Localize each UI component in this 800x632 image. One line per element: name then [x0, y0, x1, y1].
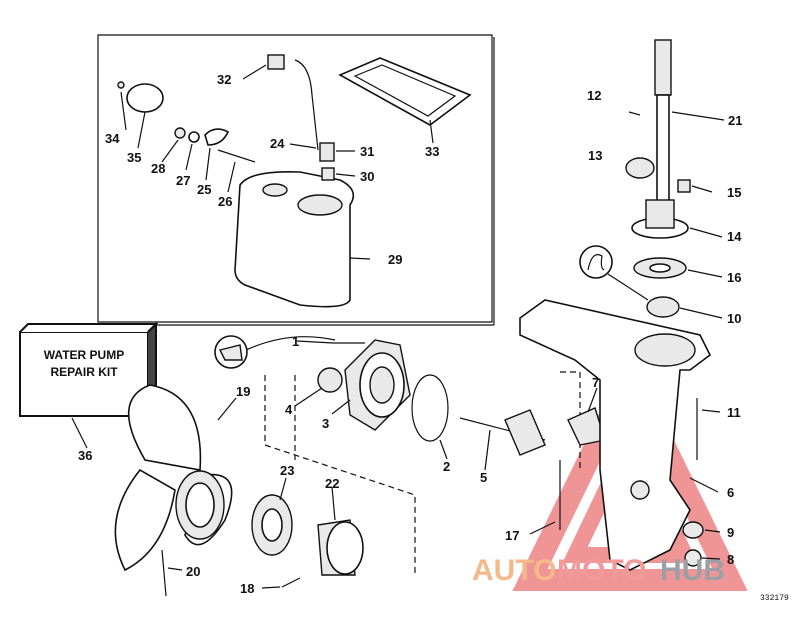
label-15: 15 [727, 185, 741, 200]
gearcase-housing [519, 299, 712, 571]
part-3-bearing-housing [344, 339, 411, 431]
part-28-nut [174, 127, 186, 139]
leader-lines [71, 64, 725, 589]
part-27-washer [188, 131, 200, 143]
part-25-retainer [204, 128, 230, 146]
label-7: 7 [592, 375, 599, 390]
callout-sealant-part [218, 344, 243, 361]
label-24: 24 [270, 136, 285, 151]
label-33: 33 [425, 144, 439, 159]
label-18: 18 [240, 581, 254, 596]
part-2-o-ring [411, 374, 449, 442]
part-number-labels: 1 2 3 4 5 6 7 8 9 10 11 12 13 14 15 16 1… [78, 72, 742, 596]
label-6: 6 [727, 485, 734, 500]
label-21: 21 [728, 113, 742, 128]
part-29-housing [234, 170, 355, 308]
assembly-guide-left [264, 375, 416, 575]
label-14: 14 [727, 229, 742, 244]
label-17: 17 [505, 528, 519, 543]
part-21-drive-shaft [654, 39, 672, 206]
part-19-propeller [114, 384, 233, 572]
part-5-propeller-shaft [459, 409, 546, 456]
label-3: 3 [322, 416, 329, 431]
label-12: 12 [587, 88, 601, 103]
label-19: 19 [236, 384, 250, 399]
part-22-thrust-hub [317, 519, 364, 576]
label-29: 29 [388, 252, 402, 267]
label-5: 5 [480, 470, 487, 485]
label-34: 34 [105, 131, 120, 146]
part-31-grommet [319, 142, 335, 162]
label-11: 11 [727, 405, 741, 420]
label-22: 22 [325, 476, 339, 491]
watermark-moto: MOTO [557, 554, 646, 587]
part-9-washer [682, 521, 704, 539]
callout-sealant-leader [245, 336, 336, 351]
label-30: 30 [360, 169, 374, 184]
label-1: 1 [292, 334, 299, 349]
drawing-code: 332179 [760, 594, 789, 603]
label-9: 9 [727, 525, 734, 540]
part-18-shear-pin [281, 577, 301, 588]
inset-frame [97, 34, 493, 323]
label-23: 23 [280, 463, 294, 478]
label-27: 27 [176, 173, 190, 188]
label-20: 20 [186, 564, 200, 579]
part-34-screw [117, 81, 125, 89]
part-10-impeller-plate [646, 296, 680, 318]
kit-box-line1: WATER PUMP [44, 348, 124, 362]
label-13: 13 [588, 148, 602, 163]
part-26-bolt [217, 149, 256, 163]
callout-key-shape [587, 254, 605, 271]
part-8-nut [684, 549, 702, 567]
watermark-triangle-outer [512, 349, 748, 591]
part-30-grommet [321, 167, 335, 181]
label-25: 25 [197, 182, 211, 197]
part-33-gasket [338, 57, 472, 126]
label-2: 2 [443, 459, 450, 474]
part-16-impeller [633, 257, 687, 279]
part-12-pin [628, 111, 641, 116]
kit-box-line2: REPAIR KIT [50, 365, 118, 379]
part-20-cotter-pin [161, 549, 167, 597]
label-10: 10 [727, 311, 741, 326]
part-15-screw [677, 179, 691, 193]
part-4-seal [317, 367, 343, 393]
callout-key-leader [607, 273, 649, 301]
label-4: 4 [285, 402, 293, 417]
label-31: 31 [360, 144, 374, 159]
watermark-text: AUTO MOTO HUB [472, 554, 725, 587]
part-23-spline-hub [251, 494, 293, 556]
part-24-tube [294, 59, 319, 151]
callout-impeller-key [579, 245, 613, 279]
label-36: 36 [78, 448, 92, 463]
part-13-pump-housing-insert [625, 157, 655, 179]
label-32: 32 [217, 72, 231, 87]
label-16: 16 [727, 270, 741, 285]
label-8: 8 [727, 552, 734, 567]
label-28: 28 [151, 161, 165, 176]
label-35: 35 [127, 150, 141, 165]
watermark-hub: HUB [660, 554, 725, 587]
watermark-auto: AUTO [472, 554, 556, 587]
part-14-water-pump-housing [631, 199, 689, 239]
part-35-cover-plate [126, 83, 164, 113]
label-26: 26 [218, 194, 232, 209]
part-32-grommet [267, 54, 285, 70]
